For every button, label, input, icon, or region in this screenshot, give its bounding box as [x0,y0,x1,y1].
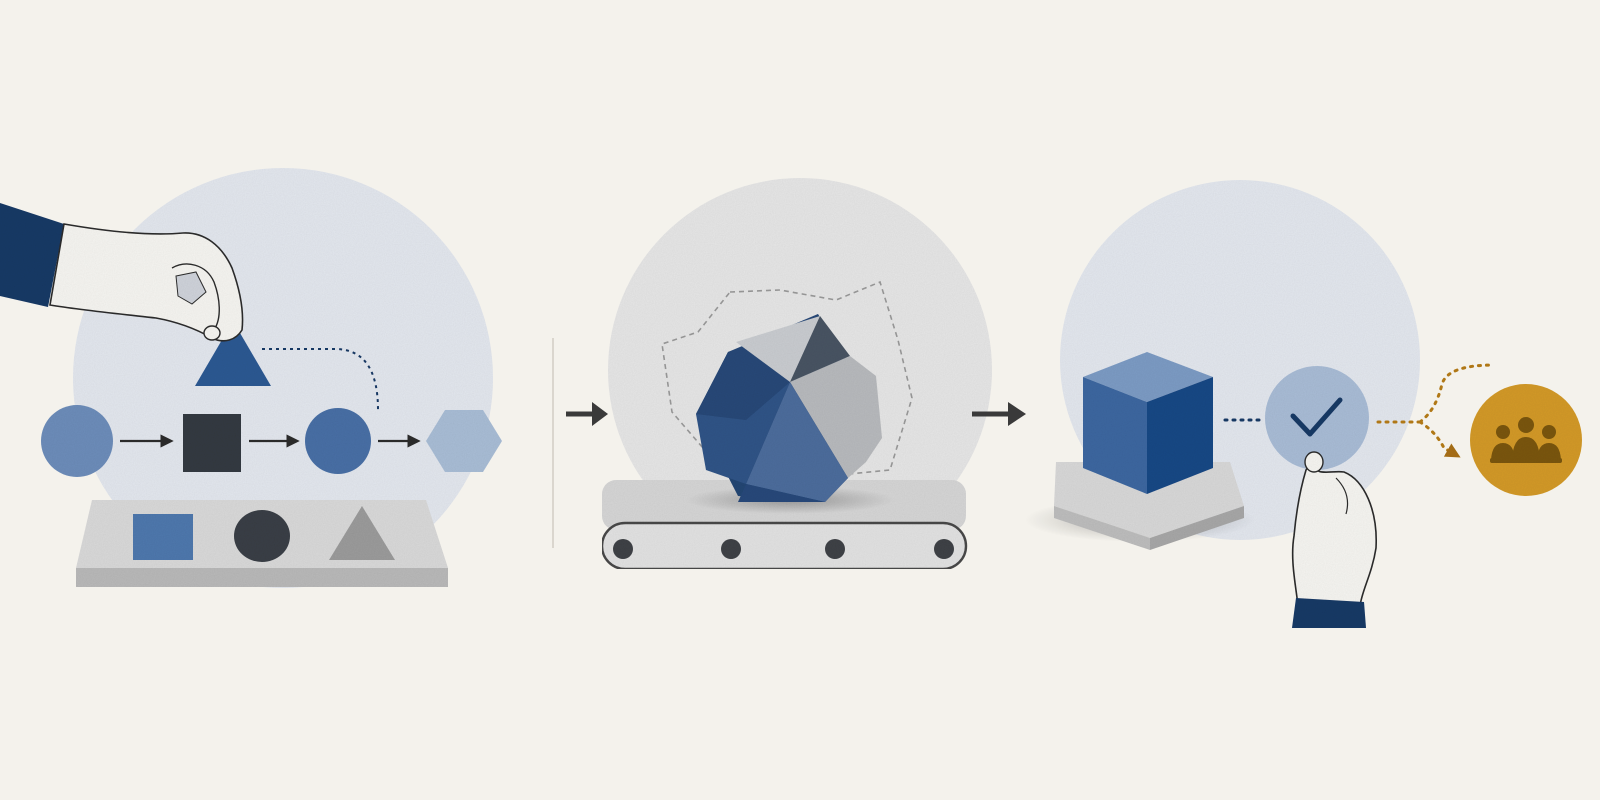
shape-sorter-tray [76,500,448,587]
sleeve [0,203,64,307]
tray-circle-slot [234,510,290,562]
sleeve [1292,598,1366,628]
hand-icon [1291,451,1377,628]
dotted-branch-arrow [1376,363,1496,458]
panel-verification [1025,180,1582,628]
check-disc [1265,366,1369,470]
shape-sequence [41,405,502,477]
dashed-curve-arrow [262,348,379,411]
faceted-rock [696,314,882,502]
tray-triangle-slot [329,506,395,560]
tray-square-slot [133,514,193,560]
panel-sorting [0,168,502,588]
people-icon [1490,417,1562,463]
people-badge [1470,384,1582,496]
cube [1083,352,1213,494]
roller [613,539,633,559]
arrow-right-icon [566,402,608,426]
arrow-right-icon [972,402,1026,426]
roller [721,539,741,559]
sequence-hexagon [426,410,502,472]
held-triangle [195,321,271,386]
panel-conveyor [600,178,992,571]
roller [934,539,954,559]
sequence-square [183,414,241,472]
check-icon [1290,397,1343,437]
pedestal [1025,462,1255,550]
sequence-circle-blue [305,408,371,474]
roller [825,539,845,559]
hand-icon [0,203,244,342]
sequence-circle-light [41,405,113,477]
